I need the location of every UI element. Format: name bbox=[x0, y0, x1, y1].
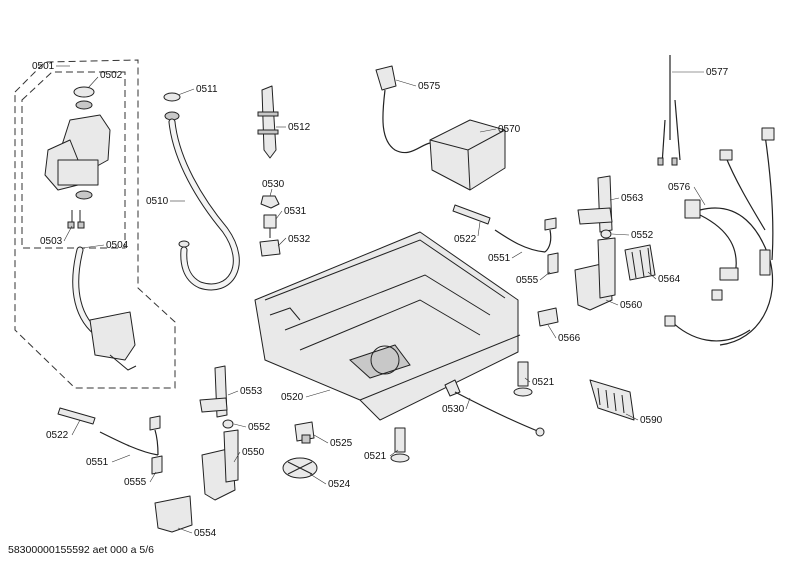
part-0577-cable bbox=[657, 55, 681, 166]
label-0590: 0590 bbox=[640, 415, 663, 426]
part-0552a-nut bbox=[600, 229, 612, 239]
label-0512: 0512 bbox=[288, 122, 311, 133]
part-0560-bracket bbox=[574, 237, 616, 311]
part-0570-module bbox=[429, 119, 506, 191]
label-0577: 0577 bbox=[706, 67, 729, 78]
drawing-number: 58300000155592 aet 000 a 5/6 bbox=[8, 544, 154, 556]
part-0510-hose bbox=[163, 92, 240, 291]
label-0552-right: 0552 bbox=[631, 230, 654, 241]
part-0522b-heater bbox=[57, 407, 96, 425]
label-0564: 0564 bbox=[658, 274, 681, 285]
label-0563: 0563 bbox=[621, 193, 644, 204]
leader-lines bbox=[56, 65, 706, 534]
label-0525: 0525 bbox=[330, 438, 353, 449]
label-0570: 0570 bbox=[498, 124, 521, 135]
part-0555b-clip bbox=[151, 455, 163, 475]
label-0552-left: 0552 bbox=[248, 422, 271, 433]
label-0522-left: 0522 bbox=[46, 430, 69, 441]
part-0550-bracket bbox=[201, 429, 239, 501]
label-0511: 0511 bbox=[196, 84, 218, 95]
part-0552b-nut bbox=[222, 419, 234, 429]
label-0522-right: 0522 bbox=[454, 234, 477, 245]
part-0566-sensor bbox=[537, 307, 559, 327]
part-0576-harness bbox=[664, 127, 775, 346]
part-0590-cover bbox=[589, 379, 635, 421]
part-0522a-heater bbox=[452, 204, 491, 225]
part-0524-disc bbox=[282, 457, 318, 479]
label-0550: 0550 bbox=[242, 447, 265, 458]
label-0510: 0510 bbox=[146, 196, 169, 207]
label-0553: 0553 bbox=[240, 386, 263, 397]
label-0551-right: 0551 bbox=[488, 253, 511, 264]
label-0521-right: 0521 bbox=[532, 377, 555, 388]
part-0512-bracket bbox=[257, 85, 279, 159]
label-0560: 0560 bbox=[620, 300, 643, 311]
part-0551b-sensor-cable bbox=[99, 415, 161, 456]
label-0532: 0532 bbox=[288, 234, 311, 245]
part-0575-power-cord bbox=[375, 65, 431, 154]
part-0564-grid bbox=[624, 244, 656, 281]
label-0530-top: 0530 bbox=[262, 179, 285, 190]
part-0521a-foot bbox=[513, 361, 533, 397]
part-0502-valve bbox=[44, 86, 111, 229]
label-0504: 0504 bbox=[106, 240, 129, 251]
part-0554-bracket bbox=[154, 495, 193, 533]
part-labels: 0501 0502 0503 0504 0511 0510 0512 0530 … bbox=[32, 61, 729, 539]
part-0520-base-frame bbox=[254, 231, 521, 421]
part-0525-connector bbox=[294, 421, 315, 444]
part-0530b-cable bbox=[444, 379, 545, 437]
label-0531: 0531 bbox=[284, 206, 307, 217]
label-0551-left: 0551 bbox=[86, 457, 109, 468]
part-0553-bracket bbox=[199, 365, 228, 418]
part-0504-hose bbox=[72, 246, 137, 371]
label-0555-left: 0555 bbox=[124, 477, 147, 488]
part-0563-bracket bbox=[577, 175, 613, 233]
label-0530-bottom: 0530 bbox=[442, 404, 465, 415]
part-0530-0532-fittings bbox=[259, 195, 281, 257]
label-0501: 0501 bbox=[32, 61, 55, 72]
part-0555a-clip bbox=[547, 252, 559, 275]
label-0521-left: 0521 bbox=[364, 451, 387, 462]
part-0551a-sensor-cable bbox=[494, 217, 557, 253]
label-0575: 0575 bbox=[418, 81, 441, 92]
label-0524: 0524 bbox=[328, 479, 351, 490]
part-0521b-foot bbox=[390, 427, 410, 463]
label-0576: 0576 bbox=[668, 182, 691, 193]
label-0566: 0566 bbox=[558, 333, 581, 344]
label-0502: 0502 bbox=[100, 70, 123, 81]
label-0520: 0520 bbox=[281, 392, 304, 403]
label-0554: 0554 bbox=[194, 528, 217, 539]
assembly-0501-outline bbox=[14, 59, 176, 389]
label-0503: 0503 bbox=[40, 236, 63, 247]
label-0555-right: 0555 bbox=[516, 275, 539, 286]
